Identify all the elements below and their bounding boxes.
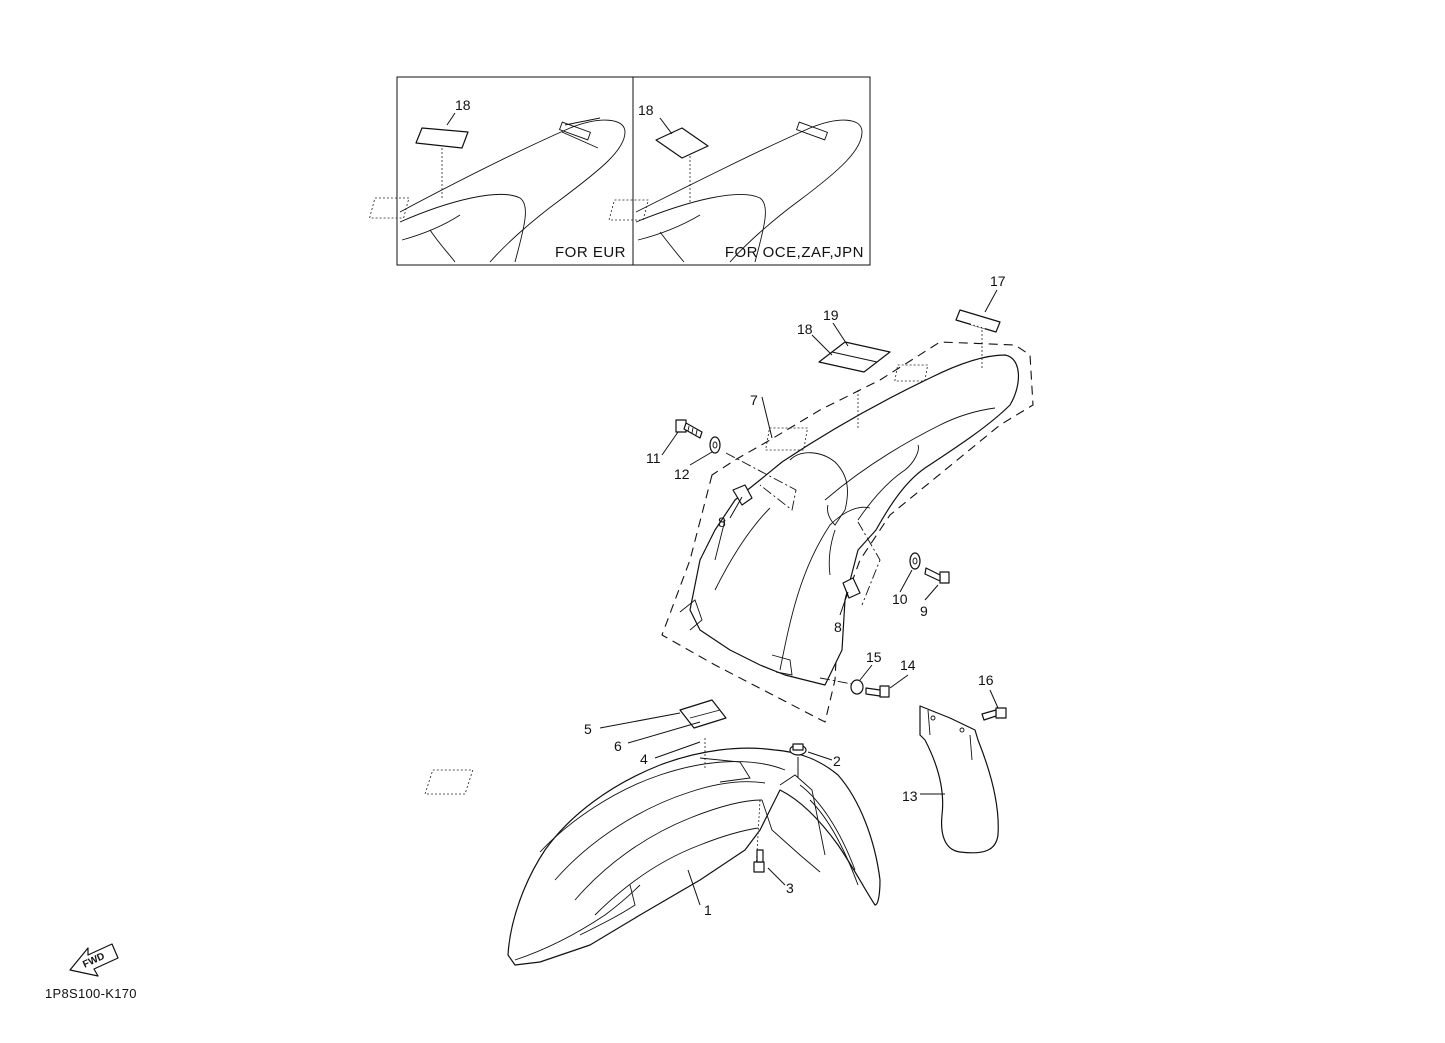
callout-9: 9 <box>920 603 928 619</box>
callout-18: 18 <box>797 321 813 337</box>
inset-caption-eur: FOR EUR <box>555 244 626 261</box>
bolt-11 <box>675 419 703 439</box>
decal-4-5-6 <box>679 699 727 729</box>
callout-7: 7 <box>750 392 758 408</box>
callout-8-upper: 8 <box>718 514 726 530</box>
callout-2: 2 <box>833 753 841 769</box>
callout-13: 13 <box>902 788 918 804</box>
callout-17: 17 <box>990 273 1006 289</box>
clip-nut-8-upper <box>732 484 753 506</box>
callout-4: 4 <box>640 751 648 767</box>
callout-18-inset-right: 18 <box>638 102 654 118</box>
collar-15 <box>850 679 864 695</box>
inset-left-sketch: 18 FOR EUR <box>369 97 626 263</box>
callout-labels: 1 2 3 4 5 6 7 8 8 9 10 11 12 13 14 15 16… <box>584 273 1006 918</box>
washer-10 <box>909 552 921 570</box>
screw-16 <box>981 707 1007 721</box>
callout-1: 1 <box>704 902 712 918</box>
inset-caption-oce-zaf-jpn: FOR OCE,ZAF,JPN <box>725 244 864 261</box>
callout-16: 16 <box>978 672 994 688</box>
callout-15: 15 <box>866 649 882 665</box>
rear-fender-part-7 <box>679 330 1020 686</box>
callout-8-lower: 8 <box>834 619 842 635</box>
screw-2 <box>789 743 807 756</box>
bolt-14 <box>865 685 890 698</box>
callout-3: 3 <box>786 880 794 896</box>
yamaha-logo-icon <box>558 121 592 141</box>
yamaha-logo-icon <box>795 121 829 141</box>
washer-12 <box>709 436 721 454</box>
callout-5: 5 <box>584 721 592 737</box>
callout-11: 11 <box>646 450 661 466</box>
guard-part-13 <box>919 705 999 854</box>
inset-panel: 18 FOR EUR 18 FOR OCE,ZAF,JPN <box>369 76 871 266</box>
svg-text:▮▮▮▮: ▮▮▮▮ <box>970 319 987 330</box>
callout-12: 12 <box>674 466 690 482</box>
callout-10: 10 <box>892 591 908 607</box>
fwd-arrow-icon: FWD <box>69 943 119 977</box>
callout-6: 6 <box>614 738 622 754</box>
callout-18-inset-left: 18 <box>455 97 471 113</box>
leader-lines <box>599 289 999 906</box>
bolt-3 <box>753 849 765 873</box>
decal-18-19 <box>818 341 891 373</box>
decal-17-emblem: ▮▮▮▮ <box>955 309 1001 333</box>
bolt-9 <box>924 567 950 584</box>
callout-14: 14 <box>900 657 916 673</box>
front-fender-part-1 <box>424 738 881 966</box>
inset-right-sketch: 18 FOR OCE,ZAF,JPN <box>608 102 864 263</box>
callout-19: 19 <box>823 307 839 323</box>
rear-fender-group: ▮▮▮▮ <box>661 309 1034 723</box>
part-code: 1P8S100-K170 <box>45 986 137 1001</box>
